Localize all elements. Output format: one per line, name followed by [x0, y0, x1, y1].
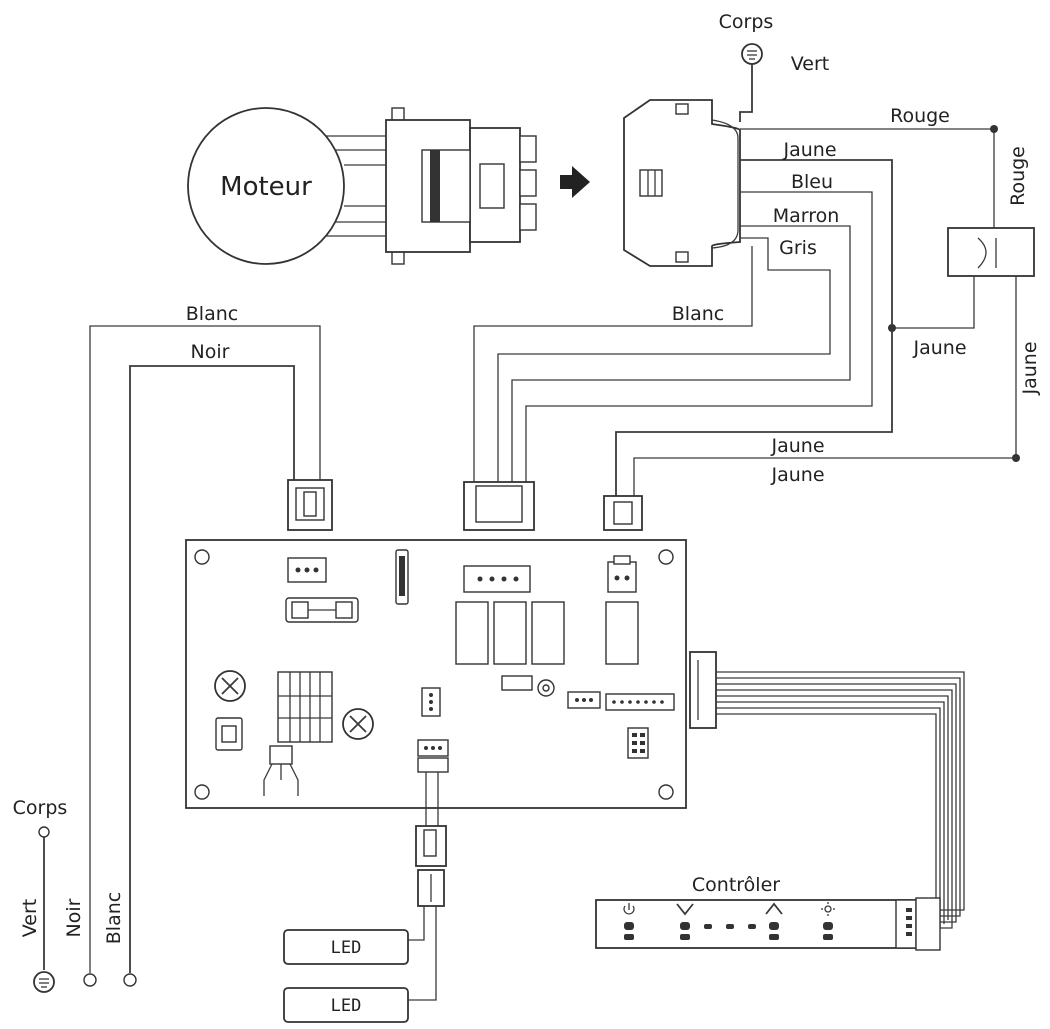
vert-left-label: Vert	[19, 899, 41, 937]
motor-leads	[326, 135, 386, 237]
marron-label: Marron	[773, 205, 840, 227]
capacitor-wiring: Rouge Rouge	[740, 105, 1029, 228]
board-connector-controller	[689, 651, 717, 729]
vert-top-label: Vert	[791, 53, 829, 75]
ground-left: Corps Vert	[13, 797, 68, 993]
jaune-3-label: Jaune	[770, 464, 824, 486]
jaune-2-label: Jaune	[770, 435, 824, 457]
motor-plug	[385, 107, 537, 265]
arrow-right-icon	[560, 166, 590, 198]
ground-top: Corps Vert	[719, 11, 829, 122]
bleu-label: Bleu	[791, 171, 833, 193]
rouge-v-label: Rouge	[1007, 146, 1029, 206]
jaune-cap-label: Jaune	[912, 337, 966, 359]
capacitor: Jaune Jaune	[888, 227, 1041, 462]
chevron-down-icon	[676, 903, 694, 940]
relay	[605, 601, 639, 665]
relay	[493, 601, 527, 665]
led-strip-1: LED	[283, 929, 409, 965]
led-wiring	[408, 757, 449, 1001]
motor-label: Moteur	[220, 172, 312, 202]
corps-left-label: Corps	[13, 797, 68, 819]
gris-label: Gris	[779, 237, 817, 259]
control-board	[185, 539, 687, 809]
blanc-v-label: Blanc	[103, 892, 125, 944]
blanc-left-label: Blanc	[186, 303, 238, 325]
motor-connector	[623, 99, 741, 267]
led-strip-2: LED	[283, 987, 409, 1023]
board-connector-power	[287, 479, 333, 531]
corps-top-label: Corps	[719, 11, 774, 33]
relay	[455, 601, 489, 665]
relay	[531, 601, 565, 665]
ground-icon	[741, 43, 763, 65]
rouge-h-label: Rouge	[890, 105, 950, 127]
chevron-up-icon	[765, 902, 783, 940]
light-icon	[821, 902, 835, 940]
led-1-label: LED	[331, 938, 362, 958]
board-connector-motor	[463, 481, 535, 531]
power-wires: Blanc Noir	[89, 303, 321, 973]
controller-panel: Contrôler	[595, 874, 941, 951]
led-2-label: LED	[331, 996, 362, 1016]
terminal-noir	[83, 973, 97, 987]
noir-left-label: Noir	[191, 341, 230, 363]
noir-v-label: Noir	[63, 898, 85, 937]
motor: Moteur	[187, 107, 345, 265]
controller-label: Contrôler	[692, 874, 780, 896]
blanc-mid-label: Blanc	[672, 303, 724, 325]
board-connector-capacitor	[603, 495, 643, 531]
terminal-blanc	[123, 973, 137, 987]
jaune-v-label: Jaune	[1019, 341, 1041, 395]
power-icon	[623, 903, 635, 940]
ground-icon	[33, 971, 55, 993]
transformer	[277, 671, 333, 743]
motor-wires: Jaune Bleu Marron Gris Blanc Jaune Jaune	[473, 139, 1016, 496]
controller-ribbon	[716, 671, 965, 932]
jaune-1-label: Jaune	[782, 139, 836, 161]
